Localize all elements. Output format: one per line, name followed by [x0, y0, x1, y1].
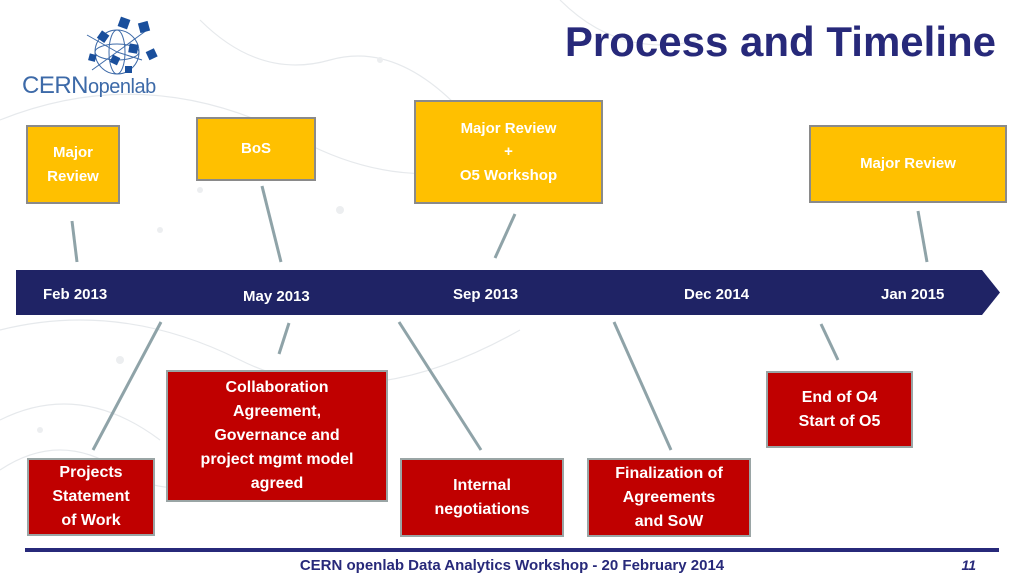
timeline-date-jan-2015: Jan 2015 — [881, 286, 945, 303]
timeline-date-may-2013: May 2013 — [243, 288, 310, 305]
page-number: 11 — [961, 557, 976, 573]
logo-text-sub: openlab — [88, 76, 156, 98]
logo-text-main: CERN — [22, 72, 89, 99]
milestone-box-1: Major Review — [26, 125, 120, 204]
milestone-box-4: Major Review — [809, 125, 1007, 203]
footer-text: CERN openlab Data Analytics Workshop - 2… — [299, 557, 725, 574]
activity-box-5: End of O4 Start of O5 — [766, 371, 913, 448]
timeline-date-feb-2013: Feb 2013 — [43, 286, 108, 303]
cern-openlab-logo — [12, 10, 212, 105]
activity-box-4: Finalization of Agreements and SoW — [587, 458, 751, 537]
activity-box-2: Collaboration Agreement, Governance and … — [166, 370, 388, 502]
timeline-date-sep-2013: Sep 2013 — [453, 286, 519, 303]
logo-wordmark: CERNopenlab — [22, 72, 156, 100]
activity-box-1: Projects Statement of Work — [27, 458, 155, 536]
timeline-arrow — [16, 270, 1000, 315]
footer-divider — [25, 548, 999, 552]
network-logo-icon — [86, 16, 158, 75]
activity-box-3: Internal negotiations — [400, 458, 564, 537]
milestone-box-2: BoS — [196, 117, 316, 181]
milestone-box-3: Major Review + O5 Workshop — [414, 100, 603, 204]
timeline-date-dec-2014: Dec 2014 — [684, 286, 750, 303]
page-title: Process and Timeline — [564, 18, 996, 65]
